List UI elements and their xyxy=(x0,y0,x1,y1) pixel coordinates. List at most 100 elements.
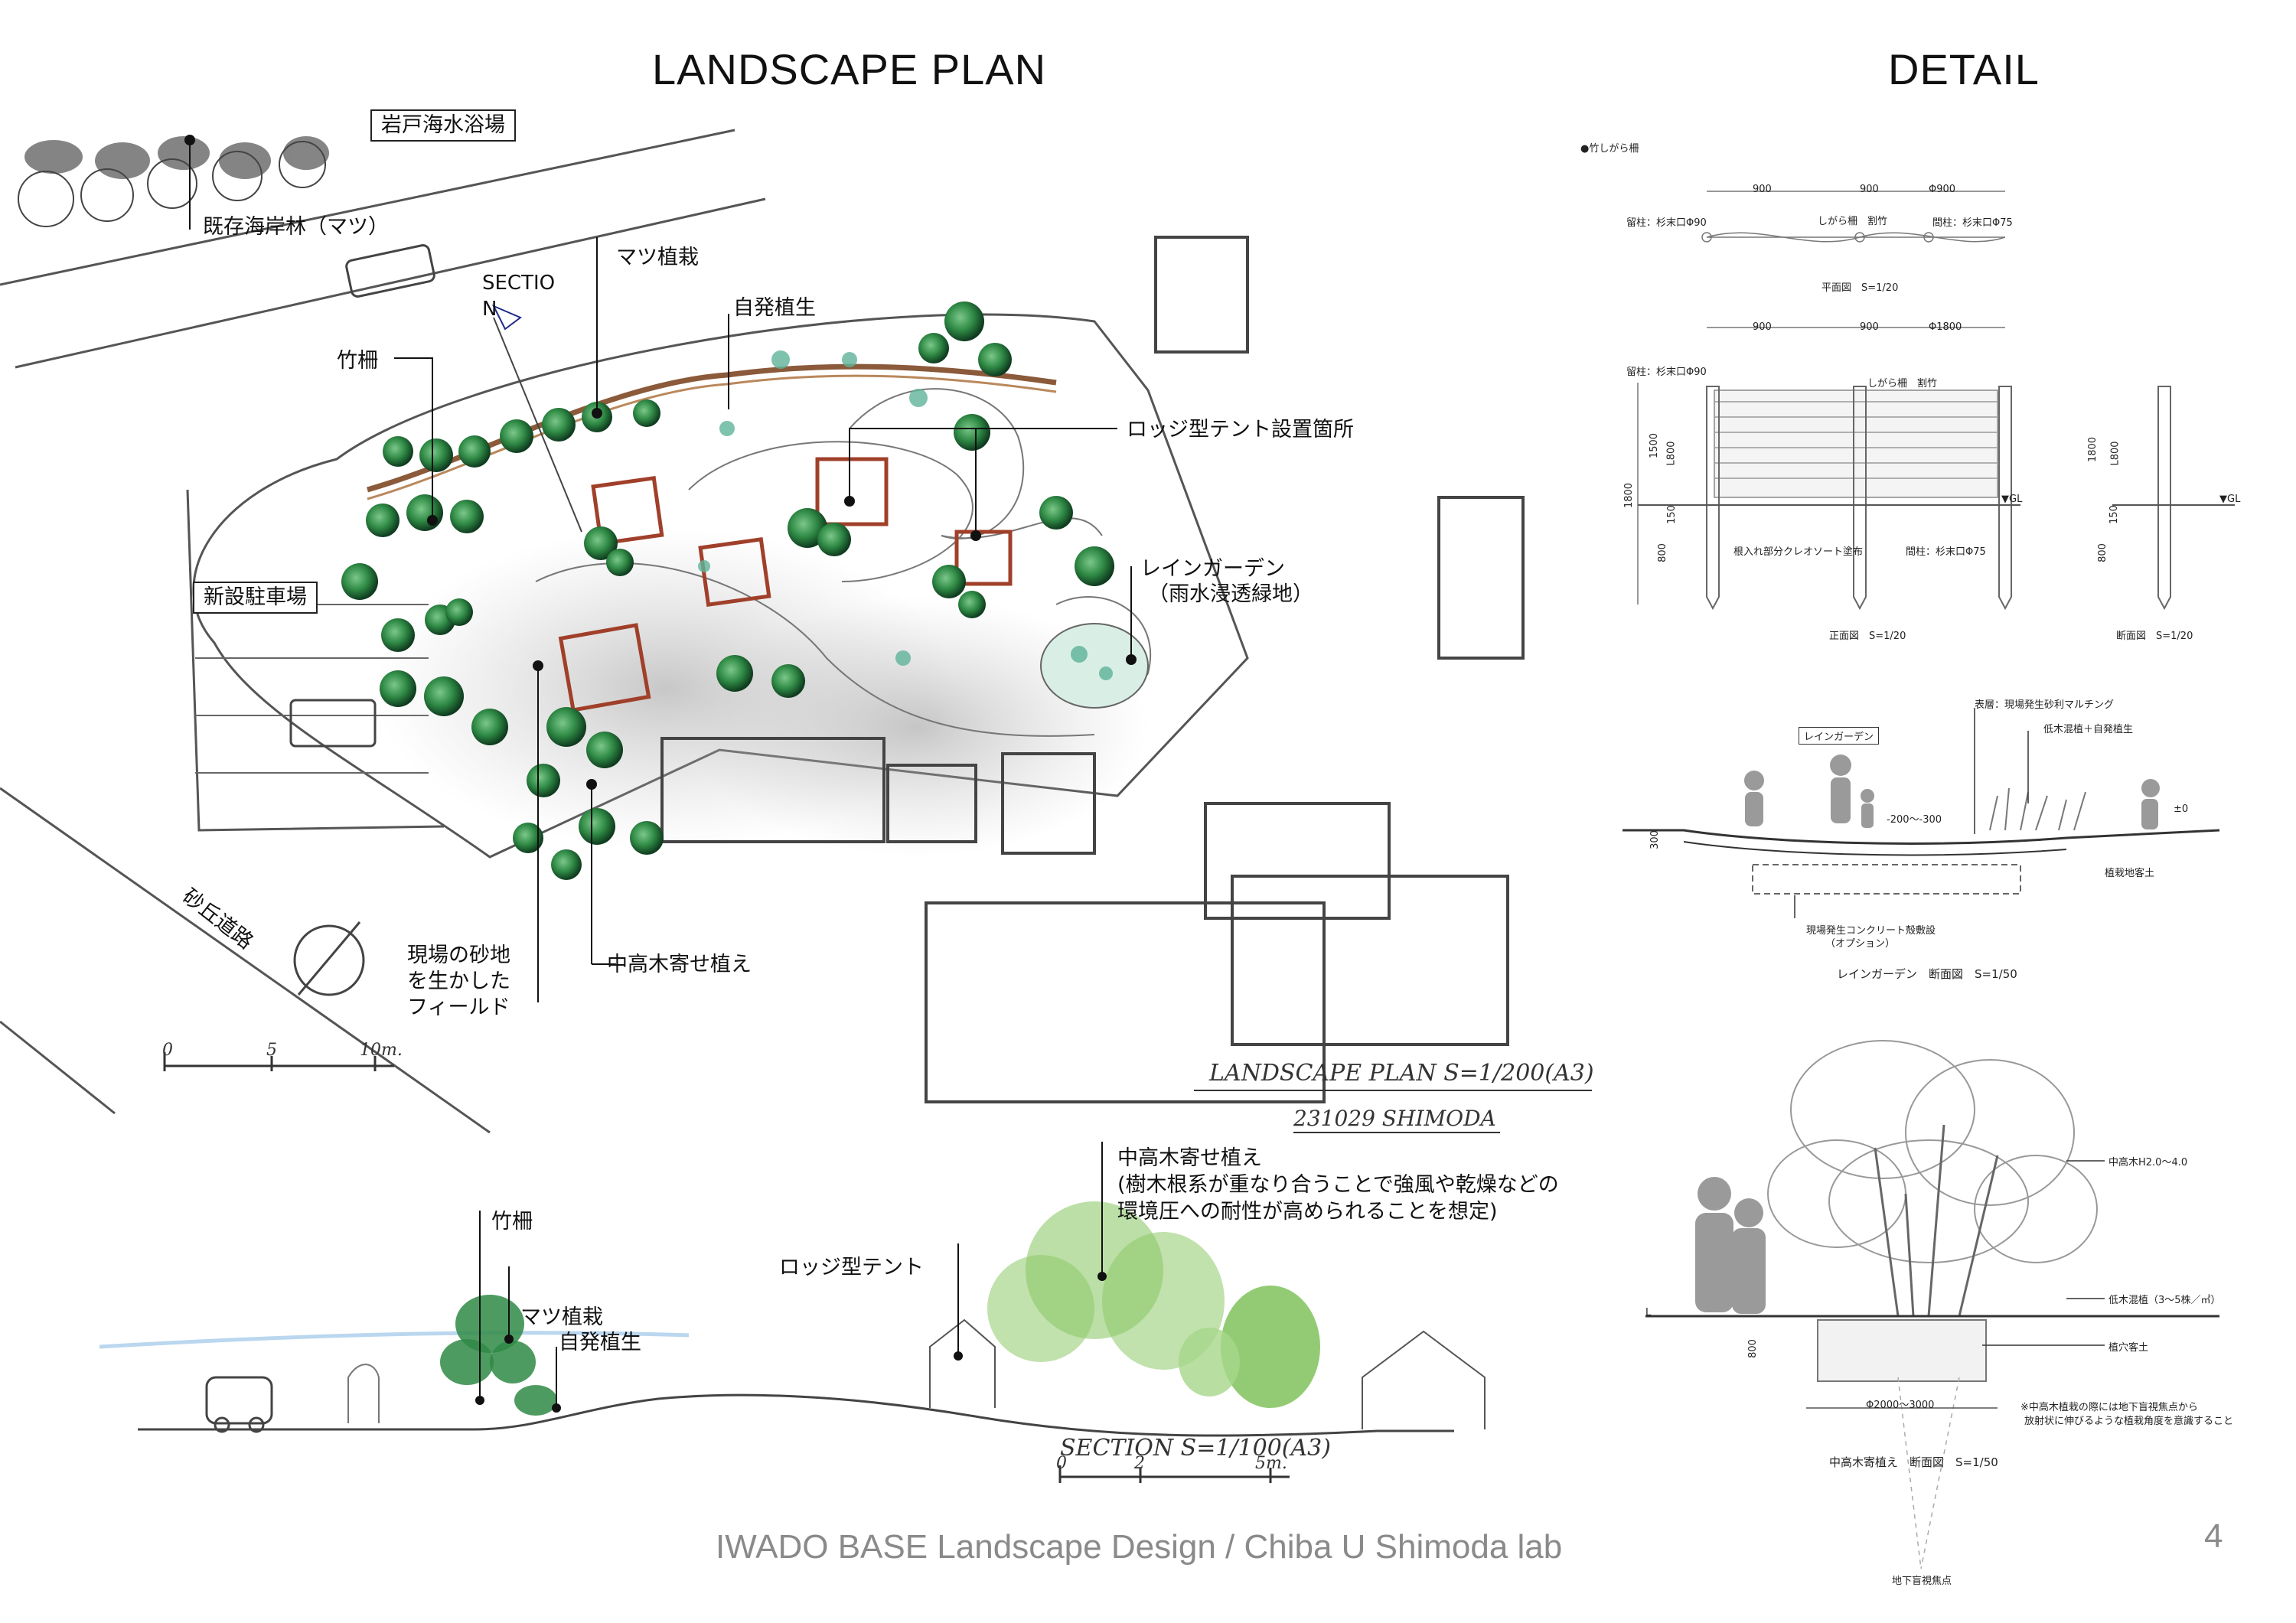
fence-post-right: 間柱：杉末口Φ75 xyxy=(1932,217,2013,229)
fence-front-dim-3: Φ1800 xyxy=(1929,321,1962,333)
north-arrow xyxy=(293,924,365,996)
handwritten-plan-title: LANDSCAPE PLAN S=1/200(A3) xyxy=(1209,1060,1594,1087)
fence-sdim-150: 150 xyxy=(2108,505,2120,524)
plan-scale-10: 10m. xyxy=(360,1041,403,1060)
section-mid-tall-title: 中高木寄せ植え xyxy=(1117,1146,1262,1170)
tree-ground-mark: L xyxy=(1645,1307,1652,1318)
plan-scale-0: 0 xyxy=(162,1041,173,1060)
section-lodge-tent-label: ロッジ型テント xyxy=(779,1256,924,1279)
bamboo-fence-label: 竹柵 xyxy=(337,349,378,373)
section-vegetation-label: 自発植生 xyxy=(559,1331,641,1354)
fence-dim-1: 900 xyxy=(1753,184,1772,195)
section-scale-5: 5m. xyxy=(1255,1454,1287,1473)
section-bamboo-fence-label: 竹柵 xyxy=(491,1210,533,1234)
fence-vdim-1800: 1800 xyxy=(1623,482,1636,509)
fence-plan-caption: 平面図 S=1/20 xyxy=(1821,282,1899,294)
rain-garden-area xyxy=(1040,623,1149,709)
section-sky-wash xyxy=(99,1331,690,1349)
fence-front-caption: 正面図 S=1/20 xyxy=(1829,631,1906,642)
fence-sdim-l800: L800 xyxy=(2109,441,2122,466)
tree-shrub: 低木混植（3〜5株／㎡） xyxy=(2108,1295,2221,1306)
car-top xyxy=(345,244,435,298)
section-scale-bar xyxy=(1058,1465,1290,1483)
natural-vegetation-label: 自発植生 xyxy=(733,296,816,320)
site-boundary xyxy=(192,313,1249,859)
lodge-site-label: ロッジ型テント設置箇所 xyxy=(1127,418,1354,442)
pine-forest-label: 既存海岸林（マツ） xyxy=(203,215,389,239)
fence-gl-2: ▼GL xyxy=(2219,494,2241,505)
pine-planting-label: マツ植栽 xyxy=(616,246,699,269)
section-ground xyxy=(138,1393,1454,1437)
sand-haze-2 xyxy=(689,597,1148,857)
raingarden-zero: ±0 xyxy=(2174,803,2189,815)
fence-vdim-1500: 1500 xyxy=(1649,432,1661,459)
tree-note-1: ※中高木植栽の際には地下盲視焦点から xyxy=(2020,1402,2198,1413)
car-parked xyxy=(289,699,377,748)
tree-section xyxy=(1645,1040,2219,1569)
section-scale-2: 2 xyxy=(1134,1454,1145,1473)
lodge-tent-sites xyxy=(558,457,1013,712)
fence-post-left: 留柱：杉末口Φ90 xyxy=(1626,217,1707,229)
parking-outline xyxy=(186,489,445,832)
page-number: 4 xyxy=(2204,1517,2223,1555)
fence-front-fence: しがら柵 割竹 xyxy=(1867,378,1938,389)
handwritten-section-title: SECTION S=1/100(A3) xyxy=(1060,1435,1331,1462)
fence-embed-note: 根入れ部分クレオソート塗布 xyxy=(1733,546,1864,558)
fence-front-post-left: 留柱：杉末口Φ90 xyxy=(1626,367,1707,378)
section-mid-trees xyxy=(987,1201,1320,1408)
plan-leader-dots xyxy=(184,135,1137,790)
raingarden-shrubs: 低木混植＋自発植生 xyxy=(2043,724,2134,735)
fence-sdim-1800: 1800 xyxy=(2087,436,2099,463)
fence-front-dim-2: 900 xyxy=(1860,321,1879,333)
section-mid-tall-desc1: (樹木根系が重なり合うことで強風や乾燥などの xyxy=(1117,1173,1559,1197)
raingarden-surface: 表層：現場発生砂利マルチング xyxy=(1975,699,2115,711)
sand-field-line2: を生かした xyxy=(407,970,510,993)
fence-dim-2: 900 xyxy=(1860,184,1879,195)
coastal-road xyxy=(0,129,766,1134)
plan-heading: LANDSCAPE PLAN xyxy=(652,45,1047,93)
raingarden-depth: -200〜-300 xyxy=(1887,814,1942,826)
tree-focus: 地下盲視焦点 xyxy=(1892,1576,1952,1587)
tree-diameter: Φ2000〜3000 xyxy=(1866,1400,1935,1411)
rain-garden-label: レインガーデン xyxy=(1140,557,1285,581)
fence-mid-label: しがら柵 割竹 xyxy=(1818,216,1888,227)
fence-front-view xyxy=(1637,327,2235,611)
section-car xyxy=(205,1376,273,1425)
section-mid-tall-desc2: 環境圧への耐性が高められることを想定) xyxy=(1117,1200,1498,1224)
raingarden-caption: レインガーデン 断面図 S=1/50 xyxy=(1837,967,2017,981)
raingarden-tag: レインガーデン xyxy=(1799,727,1880,745)
fence-front-post-right: 間柱：杉末口Φ75 xyxy=(1906,546,1986,558)
sand-field-line3: フィールド xyxy=(407,996,510,1019)
mid-tall-planting-label: 中高木寄せ植え xyxy=(607,953,752,976)
section-lodge xyxy=(929,1318,996,1408)
tree-pit: 植穴客土 xyxy=(2108,1342,2149,1354)
natural-vegetation-marks xyxy=(698,350,1113,680)
fence-title: ●竹しがら柵 xyxy=(1580,143,1639,155)
fence-sdim-800: 800 xyxy=(2096,543,2108,562)
tree-caption: 中高木寄植え 断面図 S=1/50 xyxy=(1829,1455,1998,1469)
sand-field-line1: 現場の砂地 xyxy=(407,943,510,967)
tree-depth: 800 xyxy=(1746,1339,1759,1358)
fence-side-caption: 断面図 S=1/20 xyxy=(2116,631,2193,642)
rain-garden-sub-label: （雨水浸透緑地） xyxy=(1148,582,1313,606)
existing-pine-forest xyxy=(24,136,329,179)
fence-vdim-150: 150 xyxy=(1665,505,1678,524)
fence-front-dim-1: 900 xyxy=(1753,321,1772,333)
footer-credit: IWADO BASE Landscape Design / Chiba U Sh… xyxy=(716,1528,1563,1566)
fence-dim-3: Φ900 xyxy=(1929,184,1956,195)
detail-heading: DETAIL xyxy=(1888,45,2040,93)
section-pine-label: マツ植栽 xyxy=(520,1305,603,1329)
plan-scale-bar xyxy=(163,1052,394,1071)
section-marker-label: SECTIO N xyxy=(482,272,556,321)
tree-height: 中高木H2.0〜4.0 xyxy=(2108,1157,2188,1168)
tree-note-2: 放射状に伸びるような植栽角度を意識すること xyxy=(2024,1416,2234,1427)
section-leader-dots xyxy=(475,1272,1107,1413)
section-line xyxy=(493,317,582,533)
section-scale-0: 0 xyxy=(1056,1454,1067,1473)
fence-vdim-800: 800 xyxy=(1656,543,1668,562)
plan-scale-5: 5 xyxy=(266,1041,277,1060)
fence-plan-view xyxy=(1701,191,2006,243)
raingarden-option: （オプション） xyxy=(1825,938,1896,950)
fence-vdim-l800: L800 xyxy=(1665,441,1678,466)
